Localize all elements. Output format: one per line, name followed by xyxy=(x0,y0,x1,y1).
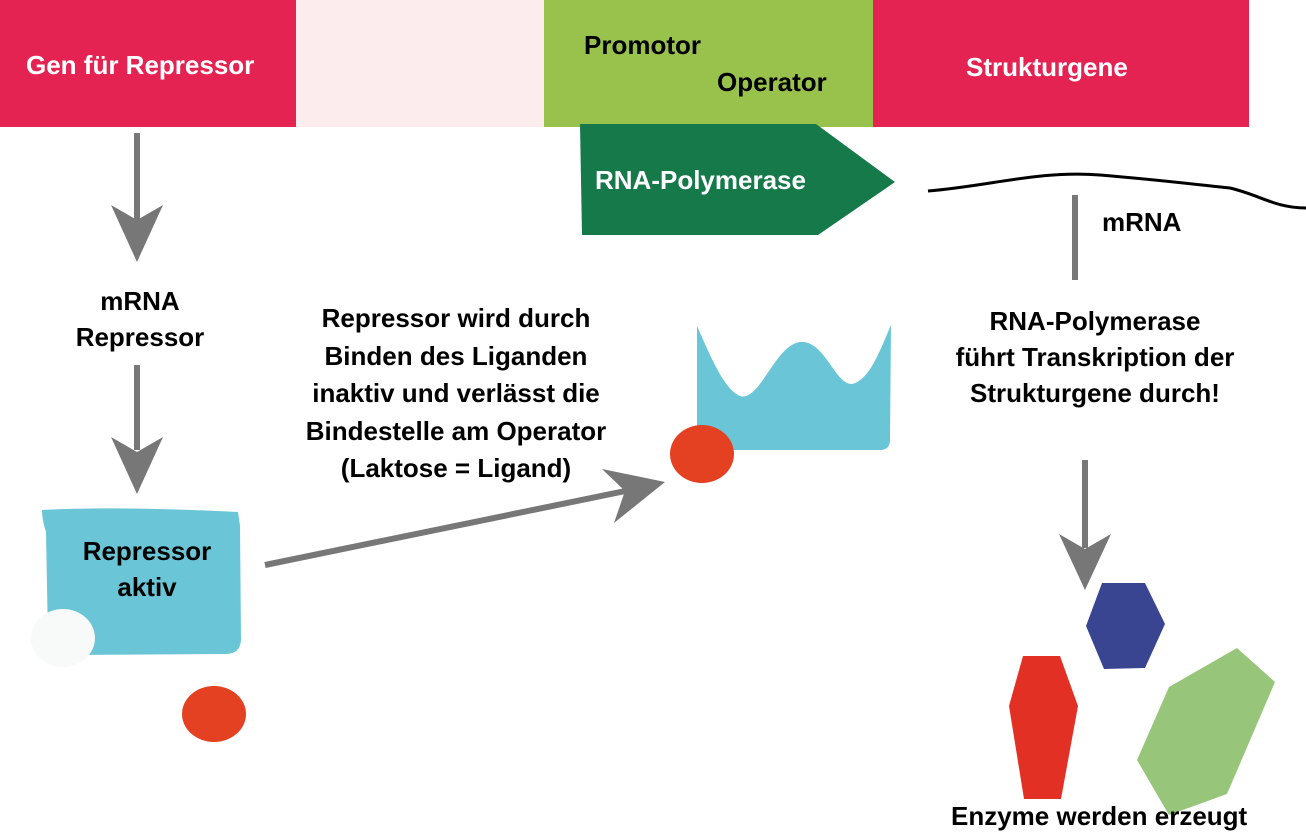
ligand-line-1: Repressor wird durch xyxy=(321,303,591,333)
gene-spacer-segment xyxy=(296,0,544,127)
ligand-line-4: Bindestelle am Operator xyxy=(305,415,607,446)
structural-genes-segment xyxy=(873,0,1249,127)
enzymes-label: Enzyme werden erzeugt xyxy=(951,801,1248,831)
rna-polymerase-label: RNA-Polymerase xyxy=(595,165,806,195)
ligand-bound xyxy=(670,425,734,483)
mrna-repressor-line2: Repressor xyxy=(75,322,205,352)
binding-site-white xyxy=(31,609,95,667)
repressor-active-line2: aktiv xyxy=(117,572,177,602)
mrna-repressor-line1: mRNA xyxy=(100,286,180,316)
enzyme-red-hexagon xyxy=(1009,656,1078,799)
ligand-line-5: (Laktose = Ligand) xyxy=(340,453,572,483)
ligand-line-3: inaktiv und verlässt die xyxy=(312,378,600,408)
gene-repressor-segment xyxy=(0,0,296,127)
ligand-line-2: Binden des Liganden xyxy=(324,340,588,371)
rna-polymerase-shape xyxy=(580,124,895,235)
mrna-repressor-label: mRNA Repressor xyxy=(40,283,240,355)
structural-genes-label: Strukturgene xyxy=(966,52,1128,82)
mrna-label: mRNA xyxy=(1102,207,1182,237)
transcription-line-3: Strukturgene durch! xyxy=(970,378,1220,408)
repressor-active-shape xyxy=(42,508,241,655)
promotor-label: Promotor xyxy=(584,30,701,60)
repressor-active-label: Repressor aktiv xyxy=(67,533,227,605)
transcription-line-2: führt Transkription der xyxy=(955,342,1235,372)
enzyme-blue-hexagon xyxy=(1086,583,1165,669)
mrna-strand xyxy=(927,172,1306,210)
promotor-operator-segment xyxy=(544,0,873,127)
repressor-gene-label: Gen für Repressor xyxy=(26,50,255,80)
arrow-mrna-to-repressor xyxy=(111,365,163,494)
repressor-active-line1: Repressor xyxy=(82,536,212,566)
arrow-gene-to-mrna xyxy=(111,133,163,262)
arrow-transcription-to-enzymes xyxy=(1059,460,1111,590)
arrow-repressor-to-inactive xyxy=(264,469,665,568)
repressor-inactive-shape xyxy=(697,325,891,450)
transcription-explanation: RNA-Polymerase führt Transkription der S… xyxy=(920,303,1270,411)
ligand-free xyxy=(182,686,246,742)
transcription-line-1: RNA-Polymerase xyxy=(989,306,1201,336)
enzyme-green-hexagon xyxy=(1137,648,1275,815)
ligand-explanation: Repressor wird durch Binden des Liganden… xyxy=(278,300,634,488)
operator-label: Operator xyxy=(717,67,827,97)
